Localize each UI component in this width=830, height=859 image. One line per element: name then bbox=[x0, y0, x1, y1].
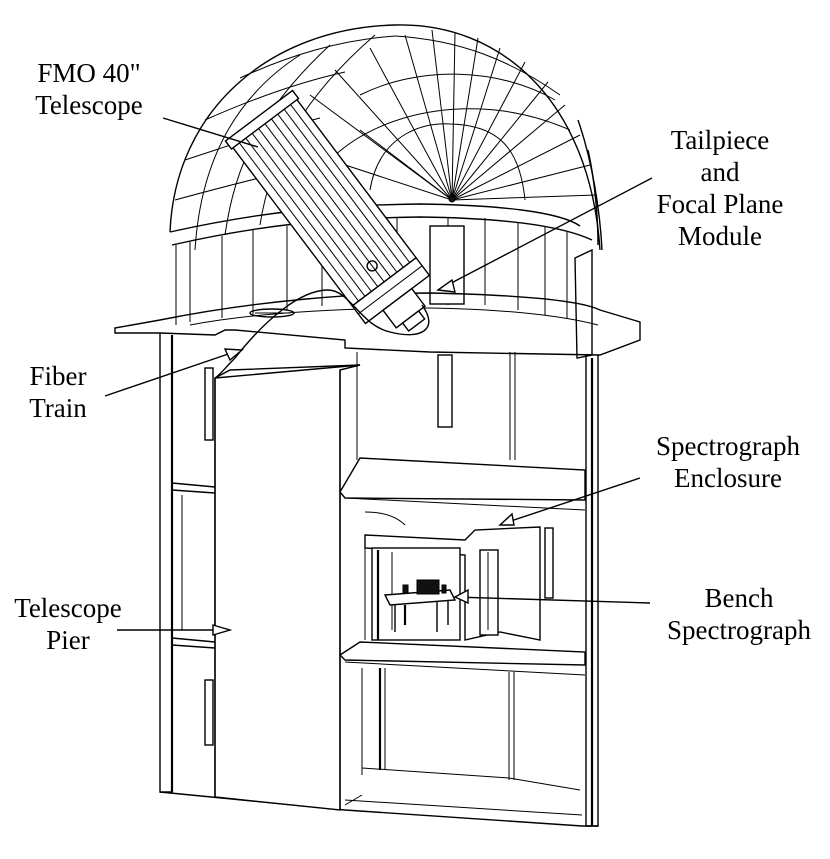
label-tailpiece-line1: Tailpiece bbox=[670, 125, 770, 155]
label-spectrograph-enclosure-line1: Spectrograph bbox=[656, 431, 800, 461]
label-fmo-telescope-line2: Telescope bbox=[35, 90, 143, 120]
label-spectrograph-enclosure-line2: Enclosure bbox=[674, 463, 782, 493]
label-fiber-train-line2: Train bbox=[29, 393, 87, 423]
label-tailpiece-line3: Focal Plane bbox=[656, 189, 784, 219]
label-tailpiece-line2: and bbox=[700, 157, 740, 187]
label-telescope-pier-line2: Pier bbox=[46, 625, 90, 655]
label-fiber-train: Fiber Train bbox=[18, 360, 98, 424]
telescope-tube bbox=[224, 89, 431, 333]
telescope-pier bbox=[214, 364, 361, 811]
label-fmo-telescope: FMO 40" Telescope bbox=[14, 57, 164, 121]
label-tailpiece-line4: Module bbox=[678, 221, 762, 251]
spectrograph-enclosure bbox=[364, 511, 554, 641]
label-fiber-train-line1: Fiber bbox=[29, 361, 87, 391]
building-shell bbox=[159, 333, 599, 827]
label-tailpiece-focal-plane-module: Tailpiece and Focal Plane Module bbox=[630, 124, 810, 252]
label-telescope-pier: Telescope Pier bbox=[2, 592, 134, 656]
interior-floors bbox=[338, 352, 586, 806]
label-bench-spectrograph: Bench Spectrograph bbox=[650, 582, 828, 646]
label-bench-spectrograph-line1: Bench bbox=[704, 583, 774, 613]
dome-drum bbox=[175, 217, 593, 359]
label-telescope-pier-line1: Telescope bbox=[14, 593, 122, 623]
label-bench-spectrograph-line2: Spectrograph bbox=[667, 615, 811, 645]
fiber-cable bbox=[214, 289, 430, 379]
callout-leaders bbox=[104, 117, 653, 636]
observing-deck bbox=[114, 292, 641, 356]
label-spectrograph-enclosure: Spectrograph Enclosure bbox=[638, 430, 818, 494]
label-fmo-telescope-line1: FMO 40" bbox=[37, 58, 141, 88]
